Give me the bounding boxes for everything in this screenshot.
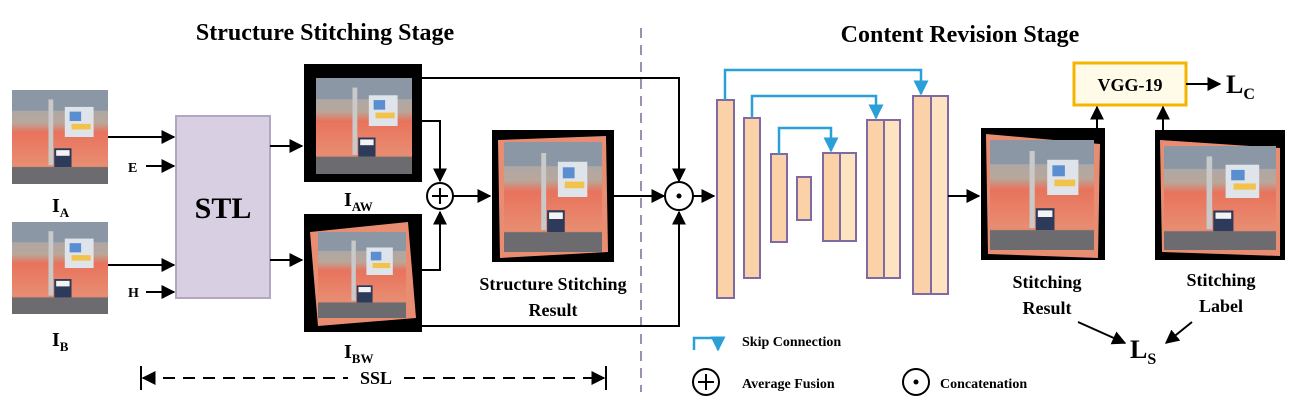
legend-fusion-label: Average Fusion bbox=[742, 377, 835, 392]
structure-result-line1: Structure Stitching bbox=[479, 274, 626, 294]
warped-image-a bbox=[304, 64, 422, 182]
ssl-label: SSL bbox=[360, 368, 392, 388]
stitching-label-line1: Stitching bbox=[1186, 270, 1255, 290]
concatenation-node bbox=[664, 181, 694, 211]
arrow-ibw-fusion bbox=[422, 210, 447, 271]
vgg19-label: VGG-19 bbox=[1098, 75, 1163, 95]
input-image-b bbox=[12, 222, 108, 314]
left-stage-title: Structure Stitching Stage bbox=[196, 20, 455, 46]
h-label: H bbox=[128, 286, 139, 301]
skip-connections bbox=[723, 68, 929, 154]
arrow-ibw-concat bbox=[422, 210, 686, 327]
legend-skip-icon bbox=[692, 336, 726, 352]
stitching-label-line2: Label bbox=[1199, 296, 1243, 316]
warped-image-b bbox=[304, 214, 422, 332]
stitching-result-image bbox=[981, 128, 1105, 260]
stitching-label-image bbox=[1155, 130, 1285, 260]
legend-fusion-icon bbox=[692, 368, 720, 396]
average-fusion-node bbox=[426, 182, 454, 210]
input-b-label: IB bbox=[52, 329, 69, 354]
stl-label: STL bbox=[195, 192, 252, 225]
warped-b-label: IBW bbox=[344, 341, 373, 366]
content-loss-label: LC bbox=[1226, 70, 1255, 103]
legend-concat-icon bbox=[902, 368, 930, 396]
unet-encoder bbox=[716, 99, 812, 299]
arrow-label-ls bbox=[1164, 321, 1193, 344]
structure-stitching-result-image bbox=[492, 130, 614, 262]
warped-a-label: IAW bbox=[344, 189, 373, 214]
arrow-iaw-fusion bbox=[422, 120, 447, 183]
vgg19-block bbox=[1072, 61, 1188, 107]
legend-concat-label: Concatenation bbox=[940, 377, 1027, 392]
legend-skip-label: Skip Connection bbox=[742, 335, 841, 350]
right-stage-title: Content Revision Stage bbox=[841, 22, 1080, 48]
stl-block bbox=[175, 115, 271, 299]
arrow-result-ls bbox=[1077, 321, 1127, 345]
ssl-label-bg bbox=[348, 366, 404, 388]
input-a-label: IA bbox=[52, 195, 70, 220]
structure-loss-label: LS bbox=[1130, 335, 1156, 368]
unet-decoder bbox=[822, 95, 949, 295]
structure-result-line2: Result bbox=[529, 300, 578, 320]
stitching-result-line2: Result bbox=[1023, 298, 1072, 318]
stitching-result-line1: Stitching bbox=[1012, 272, 1081, 292]
e-label: E bbox=[128, 161, 137, 176]
arrow-iaw-concat bbox=[422, 77, 686, 183]
input-image-a bbox=[12, 90, 108, 184]
